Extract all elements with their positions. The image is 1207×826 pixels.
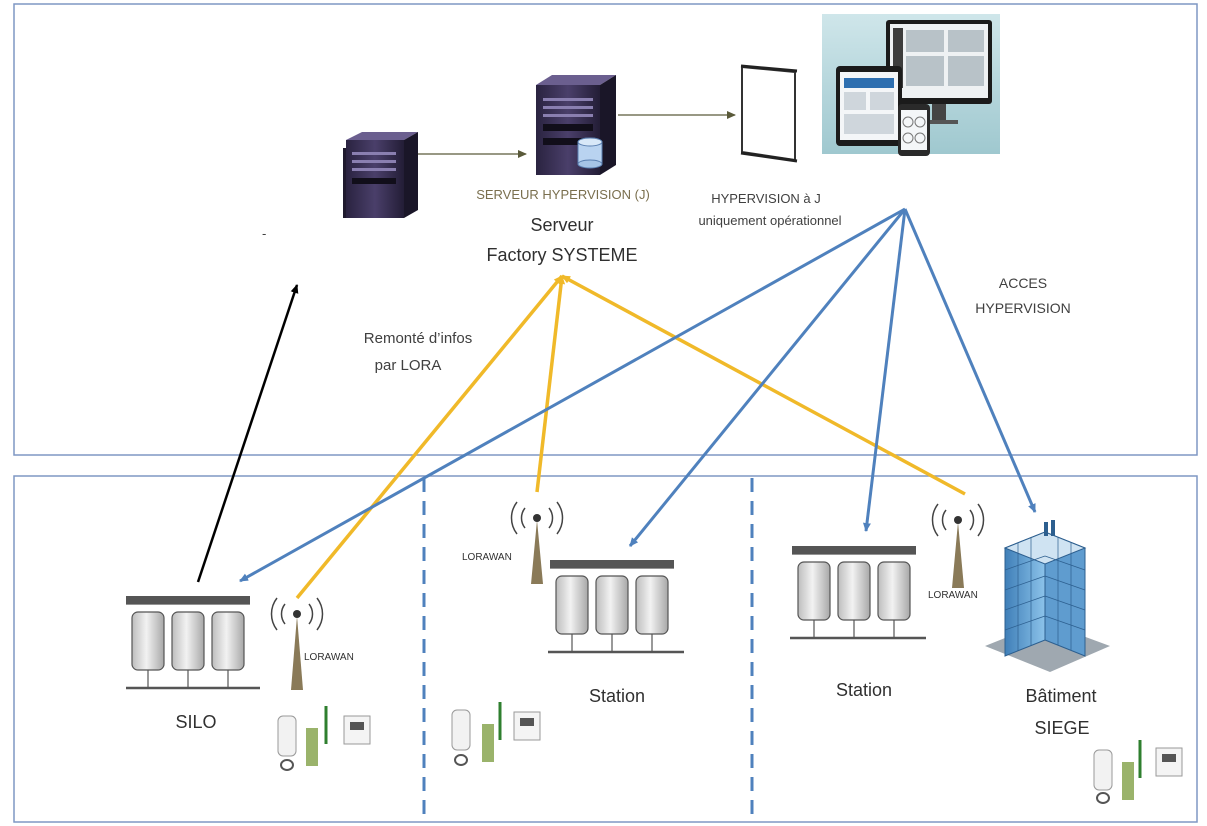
server-database-icon: [536, 75, 616, 175]
acces-label-1: ACCES: [999, 275, 1047, 291]
remonte-label-1: Remonté d’infos: [364, 330, 472, 347]
silo-label: SILO: [175, 712, 216, 732]
station-label-1: Station: [589, 686, 645, 706]
lorawan-label-1: LORAWAN: [304, 652, 354, 663]
batiment-label-1: Bâtiment: [1025, 686, 1096, 706]
hypervision-link-station-2: [862, 208, 907, 532]
lora-link-station-1: [535, 275, 566, 493]
hypervision-link-silo: [239, 207, 906, 583]
hypervision-link-siege: [903, 208, 1037, 513]
lorawan-label-3: LORAWAN: [928, 590, 978, 601]
hypervision-label-1: HYPERVISION à J: [711, 191, 821, 206]
lora-links: [295, 274, 966, 600]
iot-sensor-icon: [277, 706, 371, 771]
dash-mark: -: [262, 226, 266, 241]
station-label-2: Station: [836, 680, 892, 700]
lorawan-label-2: LORAWAN: [462, 552, 512, 563]
server-factory-label-2: Factory SYSTEME: [486, 245, 637, 265]
link-silo-to-server-black: [196, 284, 299, 583]
grain-silo-icon: [790, 546, 926, 640]
hypervision-links: [239, 207, 1037, 583]
projection-screen-icon: [740, 64, 798, 163]
server-tower-icon: [343, 132, 418, 218]
grain-silo-icon: [548, 560, 684, 654]
bottom-zone: [13, 475, 1198, 823]
server-hypervision-label: SERVEUR HYPERVISION (J): [476, 187, 650, 202]
remonte-label-2: par LORA: [375, 357, 442, 374]
server-factory-label-1: Serveur: [530, 215, 593, 235]
office-building-icon: [985, 520, 1110, 672]
top-zone: [13, 3, 1198, 456]
iot-sensor-icon: [1093, 740, 1183, 804]
lora-antenna-icon: [510, 501, 564, 584]
batiment-label-2: SIEGE: [1034, 718, 1089, 738]
grain-silo-icon: [126, 596, 260, 690]
dashboard-devices-icon: [822, 14, 1000, 156]
lora-link-station-2: [561, 274, 966, 496]
iot-sensor-icon: [451, 702, 541, 766]
hypervision-link-station-1: [628, 208, 907, 547]
lora-link-silo: [295, 274, 564, 600]
lora-antenna-icon: [270, 597, 324, 690]
acces-label-2: HYPERVISION: [975, 300, 1070, 316]
lora-antenna-icon: [931, 503, 985, 588]
hypervision-label-2: uniquement opérationnel: [698, 213, 841, 228]
